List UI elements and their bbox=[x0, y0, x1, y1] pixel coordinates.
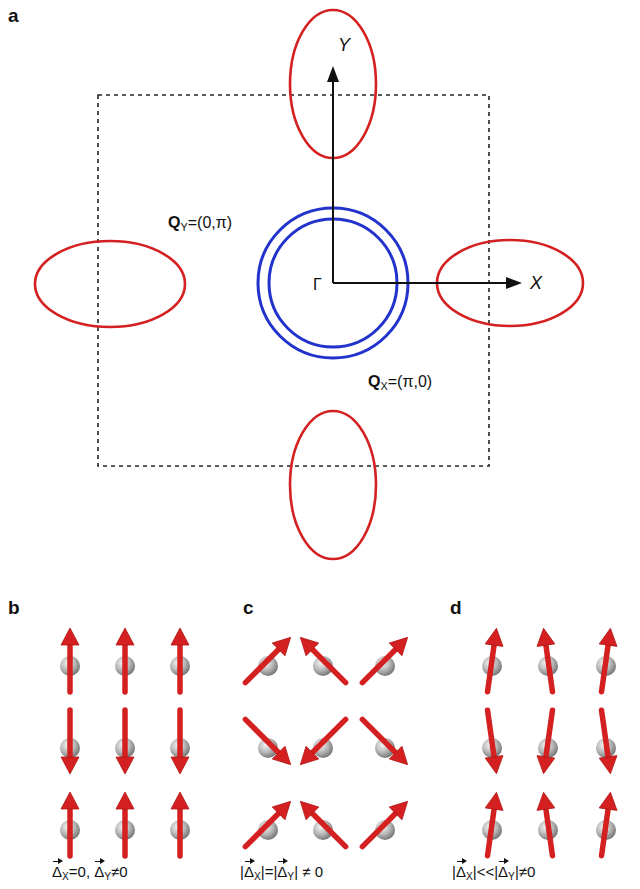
spin-arrowhead bbox=[61, 757, 79, 774]
order-caption: ΔX=0, ΔY≠0 bbox=[52, 864, 128, 882]
spin-arrowhead bbox=[171, 628, 189, 645]
spin-arrowhead bbox=[116, 792, 134, 809]
spin-arrow bbox=[602, 643, 609, 692]
electron-pocket bbox=[35, 241, 185, 327]
spin-arrowhead bbox=[599, 792, 617, 810]
spin-arrowhead bbox=[300, 637, 318, 655]
spin-arrowhead bbox=[61, 628, 79, 645]
axis-label: QX=(π,0) bbox=[368, 373, 432, 393]
spin-arrowhead bbox=[389, 801, 407, 819]
spin-arrow bbox=[122, 807, 128, 856]
axis-label: QY=(0,π) bbox=[168, 214, 232, 234]
spin-arrow bbox=[311, 719, 346, 754]
spin-arrow bbox=[67, 710, 73, 759]
panel-letter: c bbox=[243, 598, 254, 619]
axis-line bbox=[332, 80, 334, 283]
spin-arrowhead bbox=[599, 628, 617, 646]
spin-arrow bbox=[122, 643, 128, 692]
spin-arrowhead bbox=[389, 746, 407, 764]
spin-arrow bbox=[67, 643, 73, 692]
spin-arrow bbox=[362, 812, 397, 847]
spin-arrow bbox=[362, 719, 397, 754]
spin-arrowhead bbox=[485, 628, 503, 646]
spin-arrowhead bbox=[116, 628, 134, 645]
spin-arrowhead bbox=[537, 628, 555, 646]
spin-arrow bbox=[122, 710, 128, 759]
electron-pocket bbox=[290, 411, 376, 559]
spin-arrowhead bbox=[300, 746, 318, 764]
spin-arrowhead bbox=[272, 746, 290, 764]
axis-label: Γ bbox=[313, 276, 322, 294]
axis-arrowhead bbox=[506, 277, 522, 289]
spin-arrow bbox=[245, 648, 280, 683]
spin-arrowhead bbox=[537, 792, 555, 810]
spin-arrowhead bbox=[537, 756, 555, 774]
spin-arrowhead bbox=[61, 792, 79, 809]
spin-arrow bbox=[177, 710, 183, 759]
spin-arrow bbox=[602, 807, 609, 856]
panel-letter: a bbox=[8, 6, 19, 27]
spin-arrow bbox=[546, 807, 553, 856]
spin-arrow bbox=[311, 812, 346, 847]
spin-arrowhead bbox=[171, 757, 189, 774]
spin-arrow bbox=[245, 812, 280, 847]
spin-arrow bbox=[311, 648, 346, 683]
order-caption: |ΔX|=|ΔY| ≠ 0 bbox=[240, 864, 323, 882]
spin-arrowhead bbox=[272, 637, 290, 655]
panel-letter: b bbox=[8, 598, 20, 619]
axis-line bbox=[333, 282, 508, 284]
spin-arrow bbox=[602, 710, 609, 759]
order-caption: |ΔX|<<|ΔY|≠0 bbox=[452, 864, 535, 882]
spin-arrowhead bbox=[116, 757, 134, 774]
spin-arrow bbox=[177, 807, 183, 856]
spin-arrow bbox=[177, 643, 183, 692]
panel-letter: d bbox=[450, 598, 462, 619]
spin-arrow bbox=[488, 643, 495, 692]
spin-arrow bbox=[546, 643, 553, 692]
spin-arrow bbox=[546, 710, 553, 759]
spin-arrow bbox=[67, 807, 73, 856]
brillouin-zone bbox=[98, 95, 489, 466]
spin-arrowhead bbox=[171, 792, 189, 809]
axis-label: Y bbox=[338, 36, 350, 56]
axis-arrowhead bbox=[327, 66, 339, 82]
spin-arrow bbox=[245, 719, 280, 754]
spin-arrowhead bbox=[599, 756, 617, 774]
axis-label: X bbox=[530, 274, 542, 294]
spin-arrowhead bbox=[272, 801, 290, 819]
spin-arrow bbox=[362, 648, 397, 683]
spin-arrowhead bbox=[300, 801, 318, 819]
spin-arrowhead bbox=[389, 637, 407, 655]
spin-arrow bbox=[488, 710, 495, 759]
spin-arrow bbox=[488, 807, 495, 856]
spin-arrowhead bbox=[485, 792, 503, 810]
spin-arrowhead bbox=[485, 756, 503, 774]
